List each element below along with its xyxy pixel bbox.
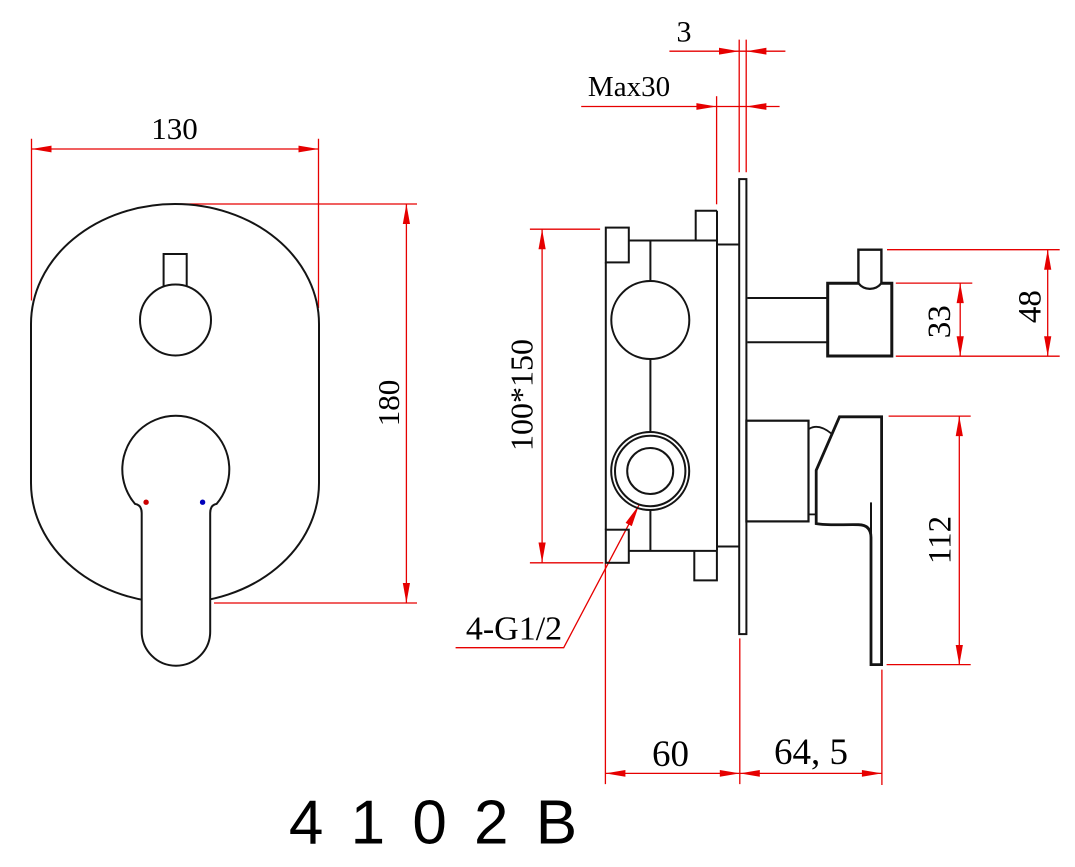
svg-text:48: 48 <box>1013 290 1049 323</box>
svg-text:130: 130 <box>151 111 198 146</box>
svg-text:4 1 0 2 B: 4 1 0 2 B <box>289 789 582 858</box>
svg-text:60: 60 <box>652 734 689 775</box>
svg-text:3: 3 <box>677 16 692 49</box>
svg-text:180: 180 <box>371 380 406 427</box>
svg-text:4-G1/2: 4-G1/2 <box>466 611 562 648</box>
svg-text:112: 112 <box>923 516 959 564</box>
svg-text:33: 33 <box>922 305 958 338</box>
svg-text:Max30: Max30 <box>588 71 670 103</box>
svg-text:100*150: 100*150 <box>504 339 540 451</box>
svg-text:64, 5: 64, 5 <box>774 732 848 773</box>
